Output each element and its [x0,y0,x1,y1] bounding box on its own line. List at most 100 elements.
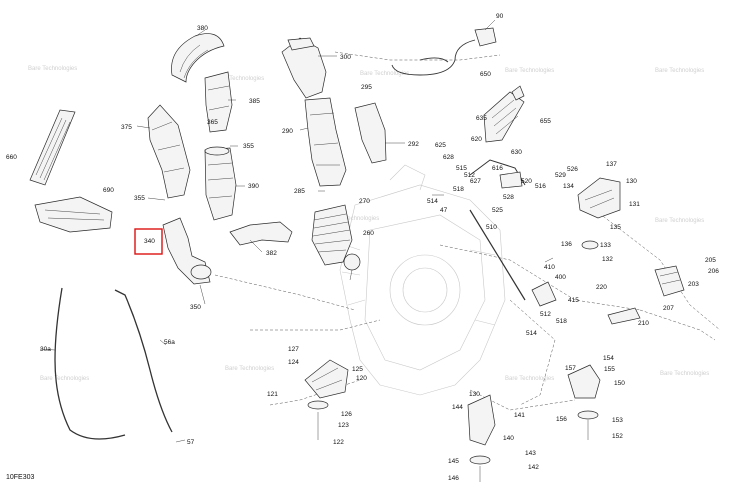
part-label: 528 [503,194,514,201]
bracket-210 [607,307,641,325]
mount-136 [581,240,599,250]
part-label: 270 [359,198,370,205]
air-filter-660 [29,109,76,186]
part-label: 630 [511,149,522,156]
part-label: 526 [567,166,578,173]
harness-90 [391,27,497,76]
part-label: 518 [453,186,464,193]
part-label: 134 [563,183,574,190]
part-label: 514 [427,198,438,205]
leader-lines [39,19,554,443]
part-label: 220 [596,284,607,291]
part-label: 122 [333,439,344,446]
watermark-text: Bare Technologies [225,366,274,372]
routing-lines [214,51,721,411]
part-label: 512 [464,172,475,179]
part-label: 150 [614,380,625,387]
part-label: 660 [6,154,17,161]
part-label: 510 [486,224,497,231]
part-label: 145 [448,458,459,465]
diagram-code: 10FE303 [6,474,35,481]
watermark-text: Bare Technologies [505,376,554,382]
part-label: 620 [471,136,482,143]
engine-mount-150 [567,364,601,399]
part-label: 131 [629,201,640,208]
bracket-203 [654,265,685,297]
part-label: 285 [294,188,305,195]
part-label: 124 [288,359,299,366]
part-label: 205 [705,257,716,264]
part-label: 140 [503,435,514,442]
part-label: 90 [496,13,504,20]
watermark-text: Bare Technologies [40,376,89,382]
watermark-text: Bare Technologies [655,218,704,224]
part-label: 123 [338,422,349,429]
part-label: 385 [249,98,260,105]
lever-linkage [469,159,526,189]
part-label: 154 [603,355,614,362]
part-label: 514 [526,330,537,337]
part-label: 355 [243,143,254,150]
part-label: 143 [525,450,536,457]
clamp-260 [343,253,361,271]
part-label: 628 [443,154,454,161]
part-label: 650 [480,71,491,78]
intake-duct-380 [171,33,225,83]
part-label: 156 [556,416,567,423]
part-label: 56a [164,339,175,346]
engine-block [339,164,506,396]
part-labels: 380 300 90 650 385 295 375 365 290 292 6… [6,13,719,482]
part-label: 203 [688,281,699,288]
part-label: 130 [469,391,480,398]
part-label: 340 [144,238,155,245]
watermark-text: Bare Technologies [330,216,379,222]
part-label: 141 [514,412,525,419]
part-label: 635 [476,115,487,122]
part-label: 627 [470,178,481,185]
watermark-text: Bare Technologies [505,68,554,74]
part-label: 515 [456,165,467,172]
part-label: 380 [197,25,208,32]
part-label: 137 [606,161,617,168]
mount-145 [469,455,491,465]
part-label: 130 [626,178,637,185]
part-label: 210 [638,320,649,327]
mount-125 [307,400,329,410]
engine-mount-140 [467,394,496,446]
part-label: 350 [190,304,201,311]
part-label: 355 [134,195,145,202]
engine-mount-120 [304,359,349,399]
part-label: 512 [540,311,551,318]
part-label: 121 [267,391,278,398]
part-label: 529 [555,172,566,179]
part-label: 132 [602,256,613,263]
part-label: 146 [448,475,459,482]
ribbed-boot-270 [311,204,353,266]
part-label: 655 [540,118,551,125]
part-label: 525 [492,207,503,214]
part-label: 120 [356,375,367,382]
filter-housing-690 [34,196,113,233]
part-label: 516 [535,183,546,190]
part-label: 625 [435,142,446,149]
part-label: 125 [352,366,363,373]
part-label: 518 [556,318,567,325]
part-label: 375 [121,124,132,131]
intake-hose-375 [147,104,191,199]
part-label: 57 [187,439,195,446]
duct-382 [229,221,293,246]
watermark-text: Bare Technologies [660,371,709,377]
part-label: 157 [565,365,576,372]
highlight-box [134,228,163,255]
part-label: 290 [282,128,293,135]
part-label: 142 [528,464,539,471]
mount-155 [577,410,599,420]
part-label: 144 [452,404,463,411]
part-label: 133 [600,242,611,249]
part-label: 295 [361,84,372,91]
part-label: 136 [561,241,572,248]
cable-30a [54,287,126,440]
watermark-text: Bare Technologies [215,76,264,82]
